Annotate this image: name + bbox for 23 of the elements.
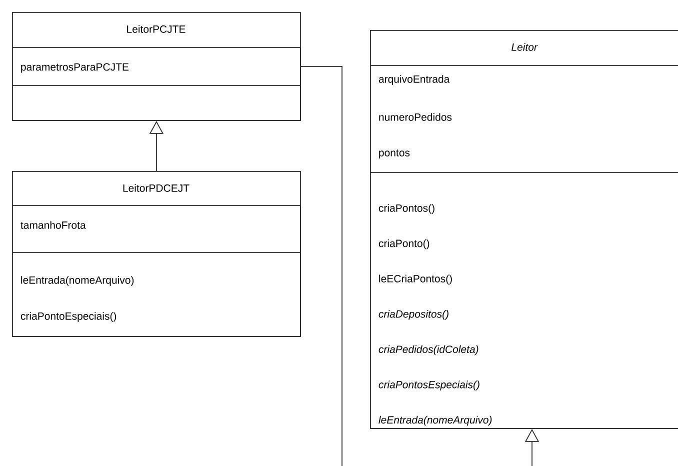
method-text: criaPonto() <box>378 239 430 250</box>
attribute-text: parametrosParaPCJTE <box>21 63 129 73</box>
method-text: leEntrada(nomeArquivo) <box>21 276 134 286</box>
class-name: Leitor <box>512 43 538 51</box>
method-text: criaDepositos() <box>378 310 448 320</box>
method-text: criaPontosEspeciais() <box>378 380 480 390</box>
attribute-compartment <box>12 205 301 253</box>
attribute-text: numeroPedidos <box>379 113 452 121</box>
class-name: LeitorPDCEJT <box>123 184 190 192</box>
attribute-text: tamanhoFrota <box>20 221 86 229</box>
attribute-compartment <box>12 47 301 86</box>
class-name: LeitorPCJTE <box>127 25 186 33</box>
method-text: criaPontoEspeciais() <box>20 312 116 322</box>
method-text: leECriaPontos() <box>379 274 452 284</box>
attribute-text: pontos <box>379 150 410 158</box>
method-compartment <box>12 85 301 121</box>
method-text: leEntrada(nomeArquivo) <box>378 416 492 426</box>
attribute-text: arquivoEntrada <box>378 75 450 85</box>
connector-line <box>300 66 342 466</box>
method-text: criaPontos() <box>378 204 434 214</box>
method-text: criaPedidos(idColeta) <box>378 345 478 356</box>
attribute-compartment <box>370 65 678 173</box>
method-compartment <box>12 252 301 337</box>
